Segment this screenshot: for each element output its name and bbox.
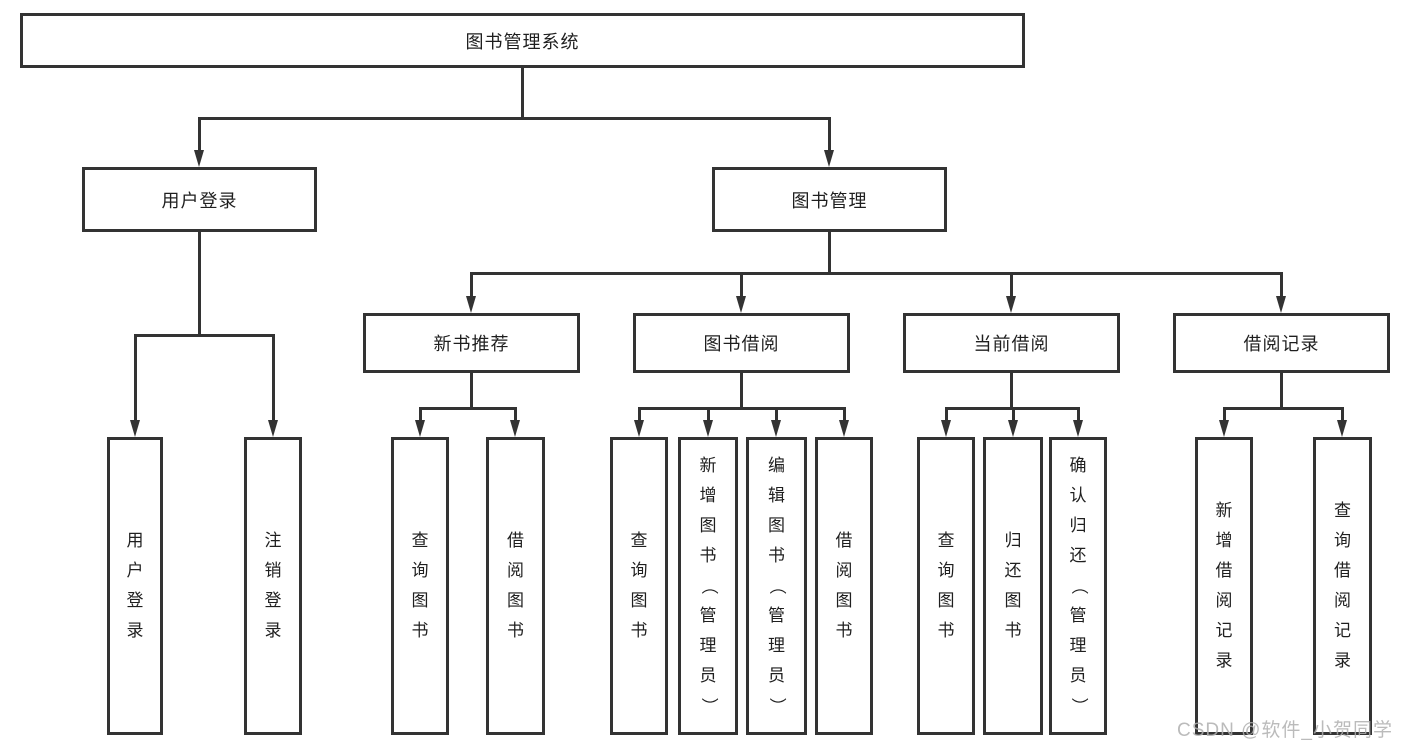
arrowhead-down-icon [193,150,204,167]
node-label: 编辑图书（管理员） [767,456,787,715]
connector-line [520,66,524,120]
node-label: 图书管理系统 [465,31,580,52]
connector-line [739,273,743,297]
node-recommend-borrow-books: 借阅图书 [486,437,545,735]
arrowhead-down-icon [1005,296,1016,313]
arrowhead-down-icon [633,420,644,437]
node-label: 借阅图书 [835,531,853,640]
node-login: 用户登录 [107,437,163,735]
connector-line [944,408,948,421]
node-new-book-recommendation: 新书推荐 [363,313,580,373]
node-borrowing-records: 借阅记录 [1173,313,1390,373]
connector-line [418,408,422,421]
node-label: 图书管理 [791,190,868,211]
node-label: 图书借阅 [703,334,780,354]
node-label: 注销登录 [264,531,282,640]
node-current-query-books: 查询图书 [917,437,975,735]
arrowhead-down-icon [770,420,781,437]
node-label: 归还图书 [1004,531,1022,640]
node-book-management: 图书管理 [712,167,947,232]
arrowhead-down-icon [940,420,951,437]
node-label: 新书推荐 [433,334,510,354]
arrowhead-down-icon [823,150,834,167]
connector-line [513,408,517,421]
node-borrowing-query-books: 查询图书 [610,437,668,735]
node-logout: 注销登录 [244,437,302,735]
node-label: 用户登录 [126,531,144,640]
connector-line [739,371,743,410]
arrowhead-down-icon [129,420,140,437]
connector-line [827,118,831,151]
connector-line [637,406,846,410]
arrowhead-down-icon [1072,420,1083,437]
connector-line [1011,408,1015,421]
connector-line [1279,371,1283,410]
connector-line [1009,371,1013,410]
node-borrowing-borrow-books: 借阅图书 [815,437,873,735]
connector-line [1222,408,1226,421]
arrowhead-down-icon [1336,420,1347,437]
connector-line [133,333,275,337]
connector-line [133,335,137,421]
arrowhead-down-icon [1275,296,1286,313]
node-root: 图书管理系统 [20,13,1025,68]
node-label: 用户登录 [161,190,238,211]
arrowhead-down-icon [509,420,520,437]
connector-line [1076,408,1080,421]
connector-line [469,273,473,297]
node-records-query-record: 查询借阅记录 [1313,437,1372,735]
arrowhead-down-icon [1007,420,1018,437]
arrowhead-down-icon [414,420,425,437]
node-recommend-query-books: 查询图书 [391,437,449,735]
arrowhead-down-icon [838,420,849,437]
connector-line [637,408,641,421]
watermark: CSDN @软件_小贺同学 [1177,720,1393,741]
connector-line [469,271,1283,275]
node-label: 确认归还（管理员） [1069,456,1088,715]
arrowhead-down-icon [465,296,476,313]
connector-line [197,116,831,120]
node-label: 查询借阅记录 [1334,501,1351,670]
connector-line [1222,406,1344,410]
node-label: 新增借阅记录 [1215,501,1233,670]
connector-line [197,118,201,151]
connector-line [418,406,517,410]
arrowhead-down-icon [1218,420,1229,437]
node-label: 新增图书（管理员） [699,456,718,715]
connector-line [1279,273,1283,297]
connector-line [1009,273,1013,297]
node-label: 当前借阅 [973,334,1050,354]
node-records-add-record: 新增借阅记录 [1195,437,1253,735]
connector-line [842,408,846,421]
connector-line [271,335,275,421]
node-label: 查询图书 [411,531,429,640]
node-label: 借阅记录 [1243,334,1320,354]
connector-line [774,408,778,421]
node-borrowing-add-books-admin: 新增图书（管理员） [678,437,738,735]
connector-line [706,408,710,421]
node-label: 借阅图书 [507,531,524,640]
connector-line [827,230,831,275]
node-current-return-books: 归还图书 [983,437,1043,735]
node-current-borrowing: 当前借阅 [903,313,1120,373]
node-label: 查询图书 [937,531,955,640]
node-book-borrowing: 图书借阅 [633,313,850,373]
arrowhead-down-icon [735,296,746,313]
node-user-login: 用户登录 [82,167,317,232]
node-current-confirm-return-admin: 确认归还（管理员） [1049,437,1107,735]
node-borrowing-edit-books-admin: 编辑图书（管理员） [746,437,807,735]
arrowhead-down-icon [267,420,278,437]
connector-line [469,371,473,410]
connector-line [197,230,201,337]
arrowhead-down-icon [702,420,713,437]
node-label: 查询图书 [630,531,648,640]
connector-line [1340,408,1344,421]
